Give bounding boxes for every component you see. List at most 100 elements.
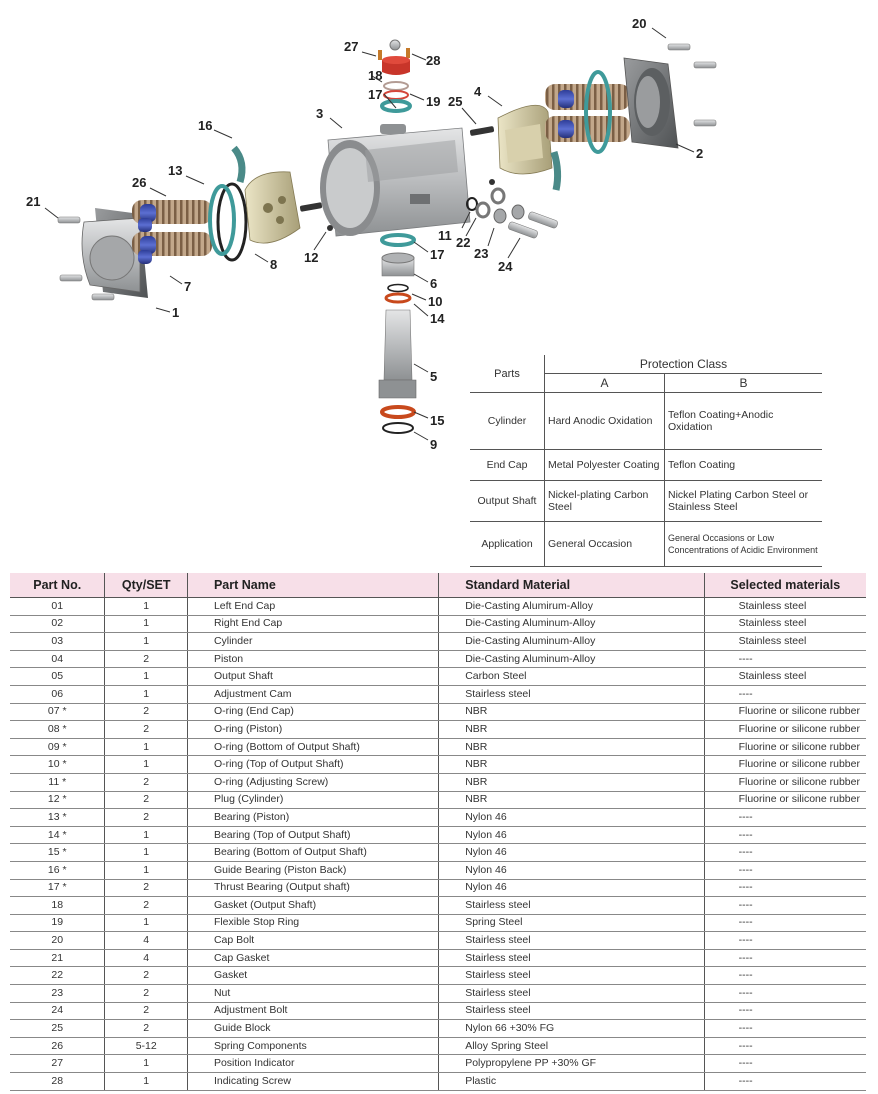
qty-cell: 1	[104, 1054, 188, 1074]
callout-3: 3	[316, 106, 323, 121]
selected-material-cell: Fluorine or silicone rubber	[703, 720, 866, 739]
standard-material-cell: NBR	[438, 755, 705, 774]
part-name-cell: Guide Bearing (Piston Back)	[186, 861, 439, 880]
part-no-cell: 26	[10, 1037, 105, 1056]
qty-cell: 1	[104, 615, 188, 634]
selected-material-cell: Stainless steel	[703, 667, 866, 686]
callout-8: 8	[270, 257, 277, 272]
selected-material-cell: Stainless steel	[703, 615, 866, 634]
col-parts-header: Parts	[494, 367, 520, 380]
right-end-cap	[623, 57, 679, 149]
standard-material-cell: NBR	[438, 738, 705, 757]
callout-24: 24	[498, 259, 513, 274]
part-no-cell: 25	[10, 1019, 105, 1038]
part-no-cell: 11 *	[10, 773, 105, 792]
selected-material-cell: ----	[703, 1037, 866, 1056]
part-no-cell: 21	[10, 949, 105, 968]
selected-material-cell: ----	[703, 843, 866, 862]
selected-material-cell: Stainless steel	[703, 632, 866, 651]
protection-subheader-row: A B	[470, 373, 822, 393]
qty-cell: 2	[104, 650, 188, 669]
selected-material-cell: ----	[703, 826, 866, 845]
part-no-cell: 18	[10, 896, 105, 915]
standard-material-cell: NBR	[438, 773, 705, 792]
callout-9: 9	[430, 437, 437, 452]
part-name-cell: Thrust Bearing (Output shaft)	[186, 879, 439, 898]
standard-material-cell: Nylon 66 +30% FG	[438, 1019, 705, 1038]
part-no-cell: 14 *	[10, 826, 105, 845]
part-name-cell: O-ring (Bottom of Output Shaft)	[186, 738, 439, 757]
standard-material-cell: Nylon 46	[438, 861, 705, 880]
callout-18: 18	[368, 68, 382, 83]
parts-list-header-row: Part No. Qty/SET Part Name Standard Mate…	[10, 573, 866, 598]
protection-b: Nickel Plating Carbon Steel or Stainless…	[664, 480, 822, 522]
standard-material-cell: Stairless steel	[438, 896, 705, 915]
protection-row-cylinder: Cylinder Hard Anodic Oxidation Teflon Co…	[470, 392, 822, 450]
standard-material-cell: Plastic	[438, 1072, 705, 1091]
part-no-cell: 01	[10, 597, 105, 616]
callout-26: 26	[132, 175, 146, 190]
part-no-cell: 27	[10, 1054, 105, 1074]
part-no-cell: 03	[10, 632, 105, 651]
selected-material-cell: ----	[703, 1072, 866, 1091]
callout-4: 4	[474, 84, 482, 99]
part-no-cell: 05	[10, 667, 105, 686]
selected-material-cell: ----	[703, 931, 866, 950]
selected-material-cell: Stainless steel	[703, 597, 866, 616]
protection-row-output-shaft: Output Shaft Nickel-plating Carbon Steel…	[470, 480, 822, 522]
left-guide-block	[299, 202, 323, 212]
part-name-cell: Flexible Stop Ring	[186, 914, 439, 933]
part-no-cell: 22	[10, 966, 105, 986]
part-name-cell: Gasket (Output Shaft)	[186, 896, 439, 915]
standard-material-cell: Stairless steel	[438, 931, 705, 950]
top-indicator-stack	[378, 39, 412, 113]
col-a-header: A	[544, 373, 665, 393]
standard-material-cell: Die-Casting Aluminum-Alloy	[438, 650, 705, 669]
qty-cell: 1	[104, 826, 188, 845]
selected-material-cell: Fluorine or silicone rubber	[703, 773, 866, 792]
protection-class-table: Parts Protection Class A B Cylinder Hard…	[470, 355, 822, 567]
qty-cell: 1	[104, 738, 188, 757]
part-no-cell: 24	[10, 1002, 105, 1021]
part-name-cell: Gasket	[186, 966, 439, 986]
standard-material-cell: Die-Casting Aluminum-Alloy	[438, 632, 705, 651]
callout-25: 25	[448, 94, 462, 109]
standard-material-cell: Polypropylene PP +30% GF	[438, 1054, 705, 1074]
part-name-cell: O-ring (Top of Output Shaft)	[186, 755, 439, 774]
standard-material-cell: Die-Casting Aluminum-Alloy	[438, 615, 705, 634]
qty-cell: 5-12	[104, 1037, 188, 1056]
protection-header-row: Parts Protection Class	[470, 355, 822, 380]
part-name-cell: Right End Cap	[186, 615, 439, 634]
part-name-cell: O-ring (Adjusting Screw)	[186, 773, 439, 792]
cylinder-plug	[327, 225, 333, 231]
qty-cell: 2	[104, 808, 188, 827]
callout-20: 20	[632, 16, 646, 31]
header-qty-set: Qty/SET	[104, 573, 188, 598]
part-name-cell: Adjustment Cam	[186, 685, 439, 704]
selected-material-cell: ----	[703, 966, 866, 986]
standard-material-cell: Alloy Spring Steel	[438, 1037, 705, 1056]
protection-part: Output Shaft	[470, 480, 545, 522]
part-no-cell: 19	[10, 914, 105, 933]
col-b-header: B	[664, 373, 822, 393]
part-name-cell: Left End Cap	[186, 597, 439, 616]
standard-material-cell: Stairless steel	[438, 949, 705, 968]
qty-cell: 1	[104, 843, 188, 862]
cap-bolts-left	[57, 216, 115, 301]
selected-material-cell: ----	[703, 914, 866, 933]
callout-13: 13	[168, 163, 182, 178]
part-name-cell: Spring Components	[186, 1037, 439, 1056]
qty-cell: 2	[104, 773, 188, 792]
